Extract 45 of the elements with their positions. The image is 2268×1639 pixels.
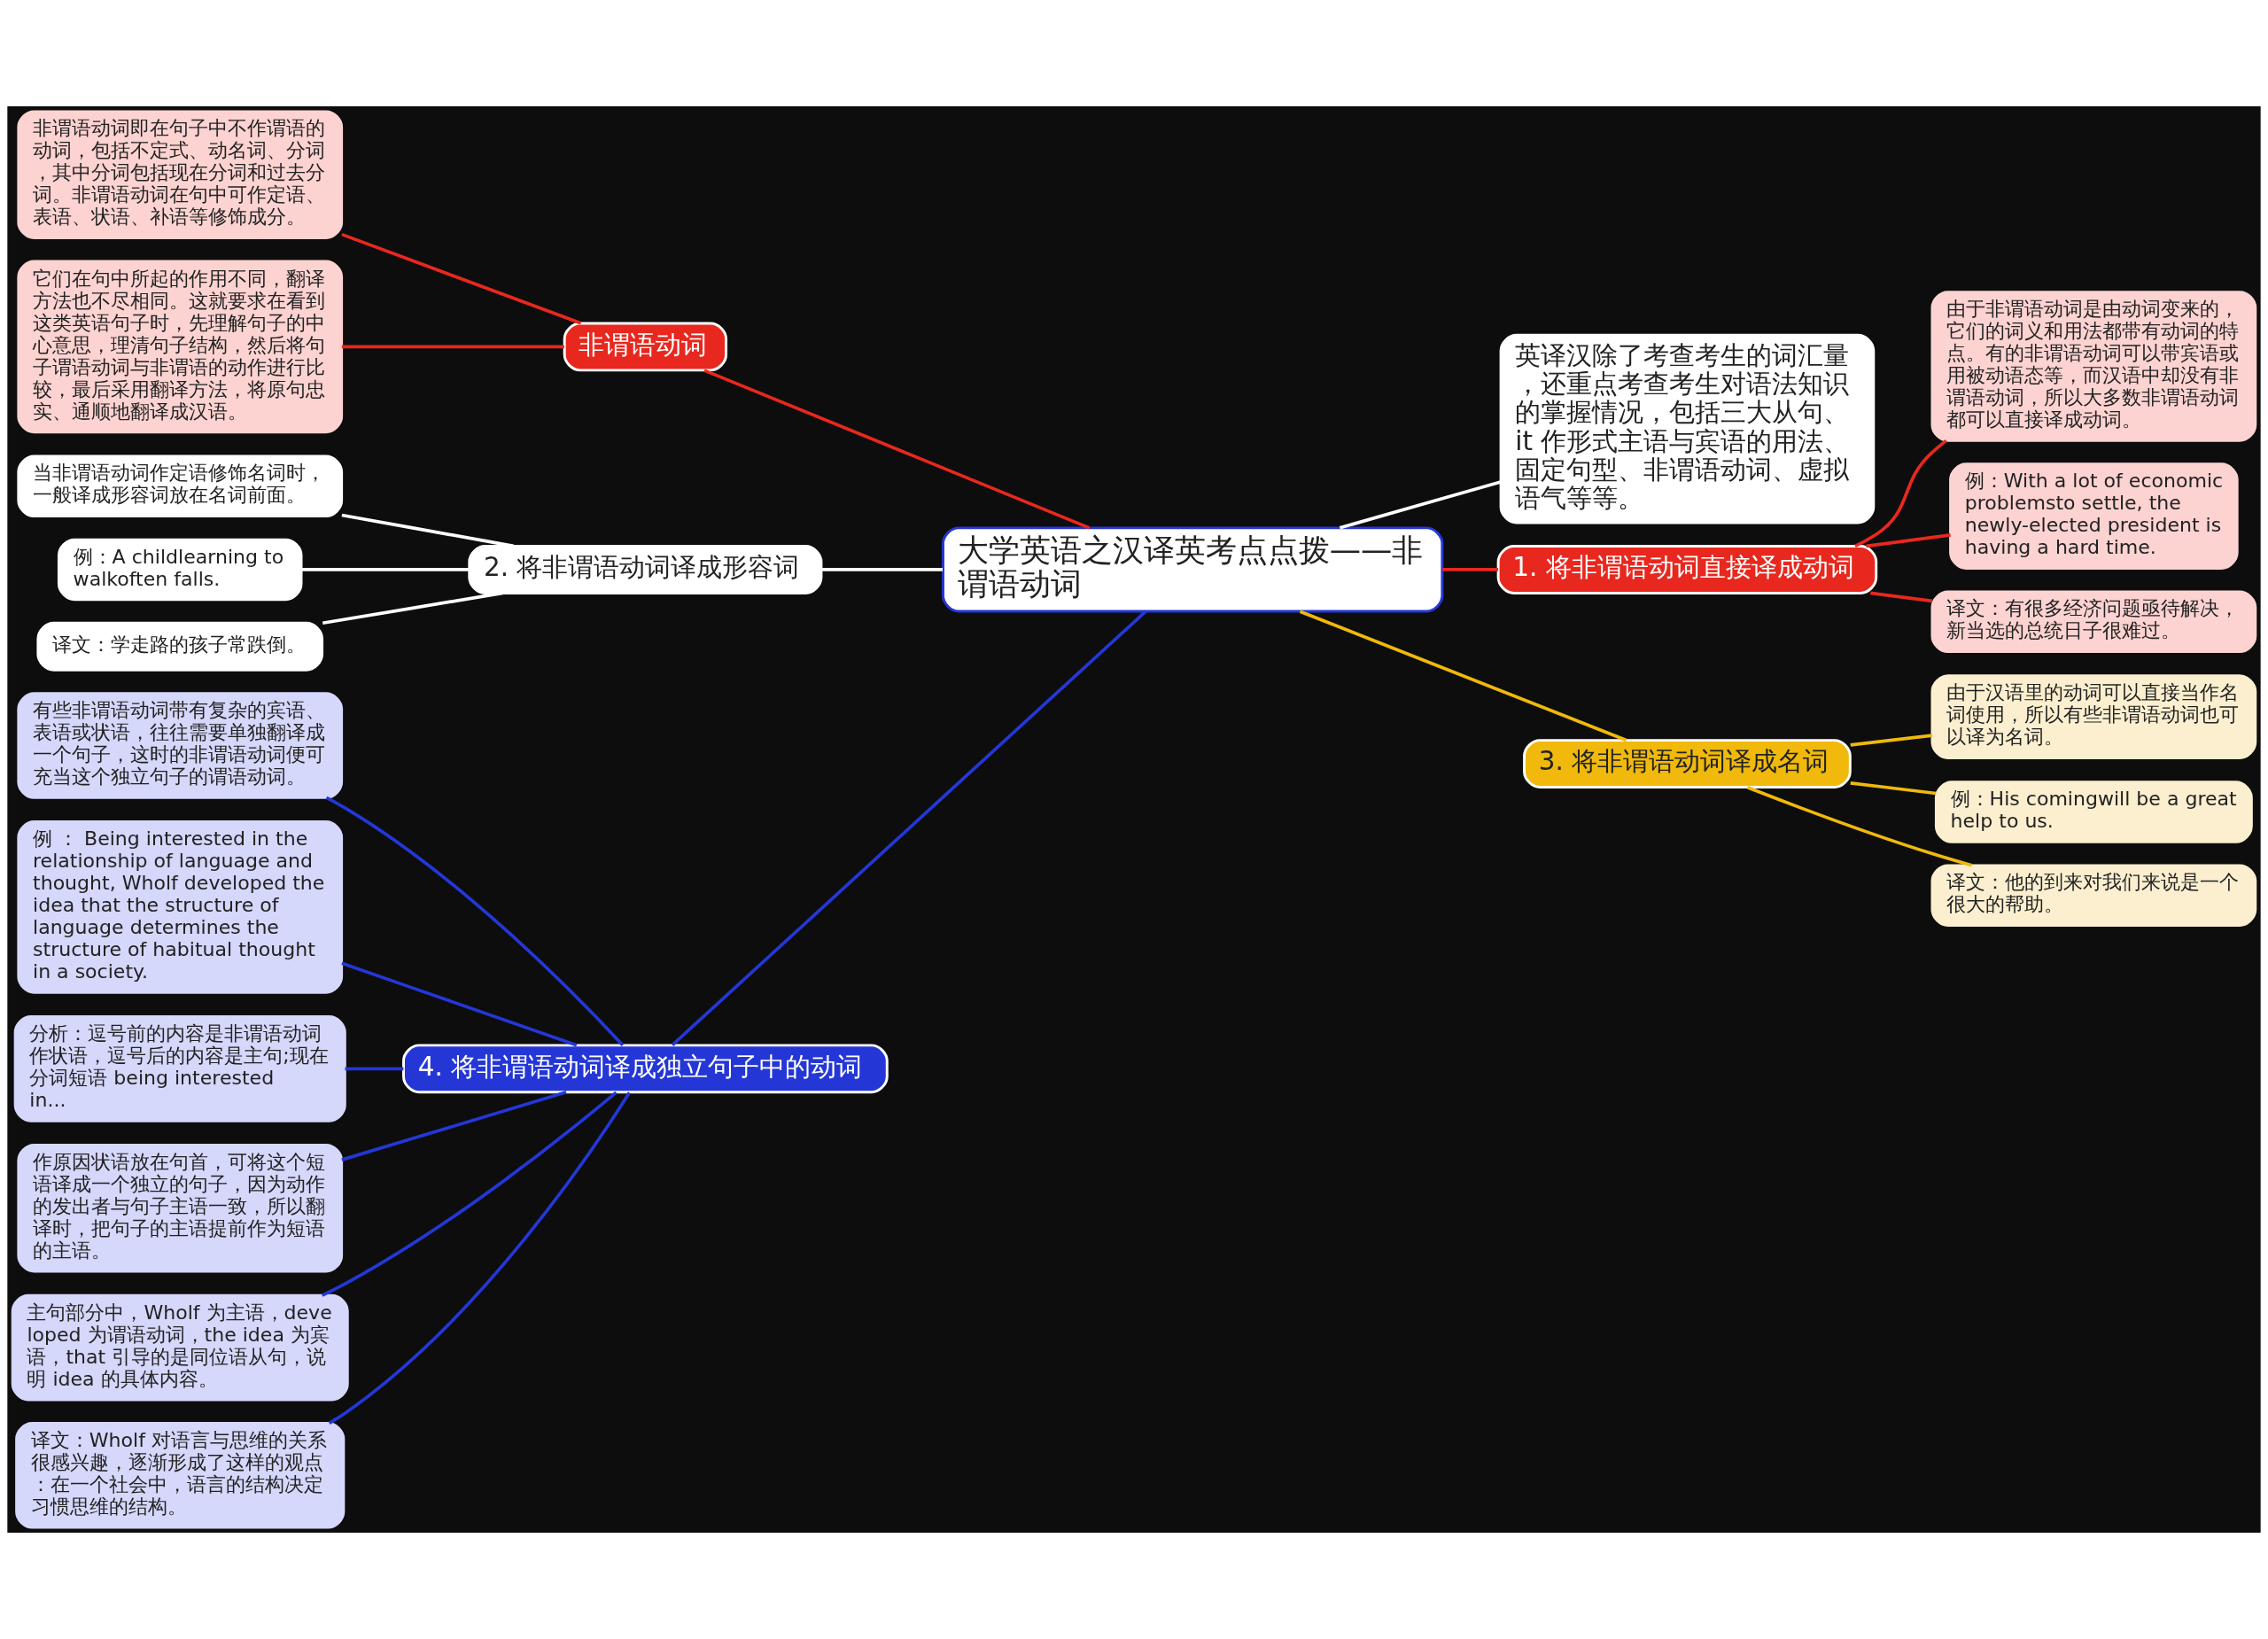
connector (341, 232, 582, 325)
node-box: 分析：逗号前的内容是非谓语动词作状语，逗号后的内容是主句;现在分词短语 being interested in... (13, 1015, 346, 1122)
node-box: 主句部分中，Wholf 为主语，developed 为谓语动词，the idea 为宾语，that 引导的是同位语从句，说明 idea 的具体内容。 (11, 1293, 349, 1402)
node-box: 例：His comingwill be a great help to us. (1934, 781, 2253, 843)
node-box: 译文：学走路的孩子常跌倒。 (36, 621, 324, 672)
connector (671, 610, 1147, 1046)
connector (1854, 439, 1947, 548)
node-box: 非谓语动词即在句子中不作谓语的动词，包括不定式、动名词、分词，其中分词包括现在分词和过去分词。非谓语动词在句中可作定语、表语、状语、补语等修饰成分。 (17, 110, 344, 240)
node-box: 2. 将非谓语动词译成形容词 (468, 545, 823, 594)
connector (341, 1091, 567, 1161)
connector (341, 345, 564, 349)
node-box: 1. 将非谓语动词直接译成动词 (1496, 545, 1878, 594)
node-box: 大学英语之汉译英考点点拨——非谓语动词 (942, 526, 1444, 613)
connector (321, 1091, 617, 1297)
node-box: 由于非谓语动词是由动词变来的，它们的词义和用法都带有动词的特点。有的非谓语动词可以带宾语或用被动语态等，而汉语中却没有非谓语动词，所以大多数非谓语动词都可以直接译成动词。 (1930, 291, 2257, 442)
connector (345, 1067, 404, 1071)
node-box: 3. 将非谓语动词译成名词 (1523, 739, 1852, 789)
node-box: 4. 将非谓语动词译成独立句子中的动词 (402, 1044, 889, 1094)
connector (1870, 591, 1932, 603)
node-box: 译文：Wholf 对语言与思维的关系很感兴趣，逐渐形成了这样的观点：在一个社会中，语言的结构决定习惯思维的结构。 (15, 1421, 346, 1529)
node-box: 非谓语动词 (563, 322, 728, 372)
node-box: 它们在句中所起的作用不同，翻译方法也不尽相同。这就要求在看到这类英语句子时，先理解句子的中心意思，理清句子结构，然后将句子谓语动词与非谓语的动作进行比较，最后采用翻译方法，将原句忠实、通顺地翻译成汉语。 (17, 260, 344, 434)
node-box: 译文：有很多经济问题亟待解决，新当选的总统日子很难过。 (1930, 590, 2257, 654)
connector (1850, 734, 1933, 747)
connector (1339, 480, 1502, 530)
connector (1746, 786, 1973, 867)
node-box: 译文：他的到来对我们来说是一个很大的帮助。 (1930, 864, 2257, 927)
connector (325, 796, 625, 1047)
connector (1299, 610, 1627, 742)
node-box: 例 ： Being interested in the relationship of language and thought, Wholf developed the idea that the structure of language determines the structure of habitual thought in a society. (17, 820, 344, 994)
node-box: 由于汉语里的动词可以直接当作名词使用，所以有些非谓语动词也可以译为名词。 (1930, 674, 2257, 759)
connector (703, 369, 1091, 530)
connector (1866, 533, 1951, 548)
node-box: 当非谓语动词作定语修饰名词时，一般译成形容词放在名词前面。 (17, 454, 344, 518)
connector (301, 568, 470, 571)
node-box: 例：With a lot of economic problemsto settle, the newly-elected president is having a hard time. (1949, 462, 2239, 570)
connector (821, 568, 943, 571)
connector (1850, 781, 1937, 796)
node-box: 有些非谓语动词带有复杂的宾语、表语或状语，往往需要单独翻译成一个句子，这时的非谓语动词便可充当这个独立句子的谓语动词。 (17, 692, 344, 799)
connector (341, 961, 578, 1047)
node-box: 作原因状语放在句首，可将这个短语译成一个独立的句子，因为动作的发出者与句子主语一致，所以翻译时，把句子的主语提前作为短语的主语。 (17, 1143, 344, 1273)
node-box: 例：A childlearning to walkoften falls. (57, 538, 303, 602)
connector (328, 1091, 631, 1425)
connector (1442, 568, 1498, 571)
node-box: 英译汉除了考查考生的词汇量，还重点考查考生对语法知识的掌握情况，包括三大从句、it 作形式主语与宾语的用法、固定句型、非谓语动词、虚拟语气等等。 (1499, 333, 1876, 524)
